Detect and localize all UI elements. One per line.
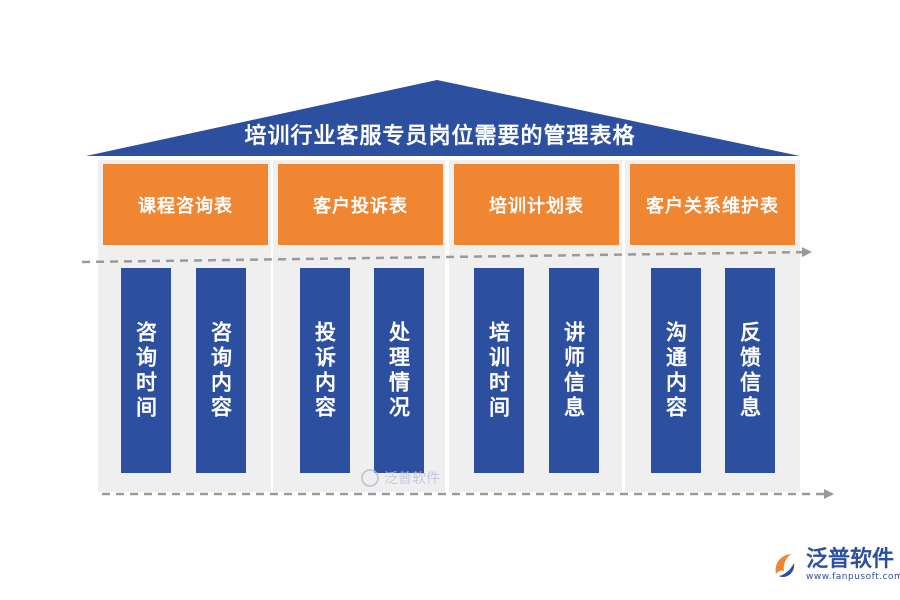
watermark: 泛普软件 [360, 468, 440, 488]
pillar-1-1: 咨询时间 [121, 268, 171, 473]
pillar-3-2: 讲师信息 [549, 268, 599, 473]
roof [86, 80, 800, 156]
column-header-2: 客户投诉表 [278, 164, 443, 245]
roof-triangle [86, 80, 800, 156]
column-header-4: 客户关系维护表 [630, 164, 795, 245]
pillar-3-1: 培训时间 [474, 268, 524, 473]
column-header-3: 培训计划表 [454, 164, 619, 245]
pillar-2-2: 处理情况 [374, 268, 424, 473]
column-header-1: 课程咨询表 [103, 164, 268, 245]
pillar-1-2: 咨询内容 [196, 268, 246, 473]
brand-url: www.fanpusoft.com [806, 572, 900, 582]
pillar-4-1: 沟通内容 [651, 268, 701, 473]
pillar-2-1: 投诉内容 [300, 268, 350, 473]
brand-logo: 泛普软件 www.fanpusoft.com [770, 548, 900, 582]
watermark-logo-icon [361, 469, 379, 487]
pillar-4-2: 反馈信息 [725, 268, 775, 473]
watermark-text: 泛普软件 [384, 471, 440, 487]
brand-logo-icon [775, 554, 795, 577]
diagram-title: 培训行业客服专员岗位需要的管理表格 [244, 123, 636, 149]
brand-name: 泛普软件 [806, 547, 895, 572]
arrow-top [81, 247, 812, 264]
